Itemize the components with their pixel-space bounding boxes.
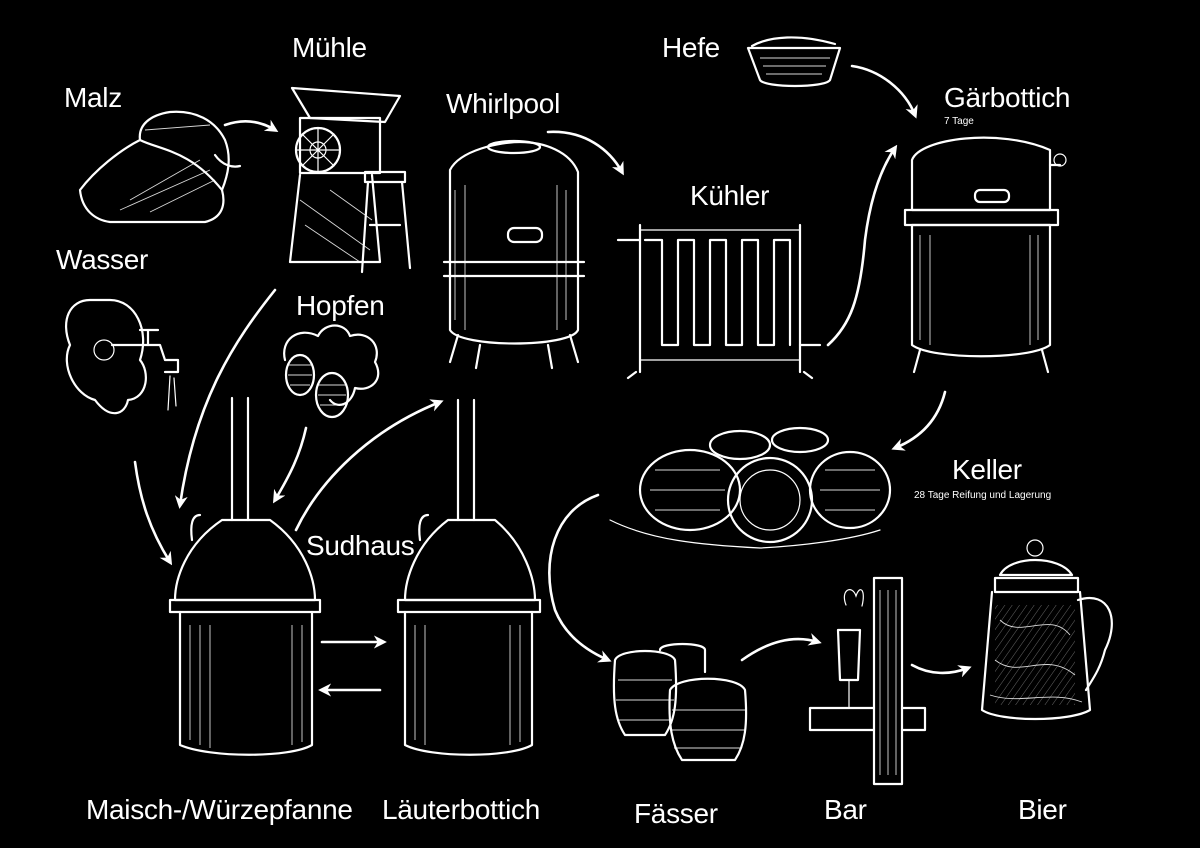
label-gaerbottich-note: 7 Tage (944, 116, 974, 127)
label-bier: Bier (1018, 794, 1067, 825)
label-whirlpool: Whirlpool (446, 88, 561, 119)
label-kuehler: Kühler (690, 180, 770, 211)
water-tap-icon (65, 298, 180, 415)
malt-sack-icon (78, 110, 242, 224)
label-bar: Bar (824, 794, 867, 825)
fermentation-vat-icon (903, 136, 1067, 374)
label-sudhaus: Sudhaus (306, 530, 415, 561)
label-malz: Malz (64, 82, 122, 113)
label-wasser: Wasser (56, 244, 149, 275)
bar-tap-icon (808, 576, 927, 786)
cooler-coil-icon (616, 223, 822, 380)
label-keller-note: 28 Tage Reifung und Lagerung (914, 490, 1052, 501)
label-hopfen: Hopfen (296, 290, 385, 321)
label-gaerbottich: Gärbottich (944, 82, 1071, 113)
label-hefe: Hefe (662, 32, 720, 63)
process-arrows (133, 64, 972, 697)
label-maischpfanne: Maisch-/Würzepfanne (86, 794, 353, 825)
lauter-tun-icon (396, 398, 542, 756)
mill-icon (288, 86, 412, 274)
kegs-icon (612, 642, 748, 762)
label-faesser: Fässer (634, 798, 718, 829)
label-laeuterbottich: Läuterbottich (382, 794, 540, 825)
label-muehle: Mühle (292, 32, 367, 63)
hops-icon (283, 324, 380, 419)
yeast-bowl-icon (746, 36, 842, 88)
whirlpool-tank-icon (442, 139, 586, 370)
beer-stein-icon (980, 539, 1113, 721)
mash-tun-icon (168, 396, 322, 756)
cellar-barrels-icon (609, 426, 892, 549)
label-keller: Keller (952, 454, 1022, 485)
